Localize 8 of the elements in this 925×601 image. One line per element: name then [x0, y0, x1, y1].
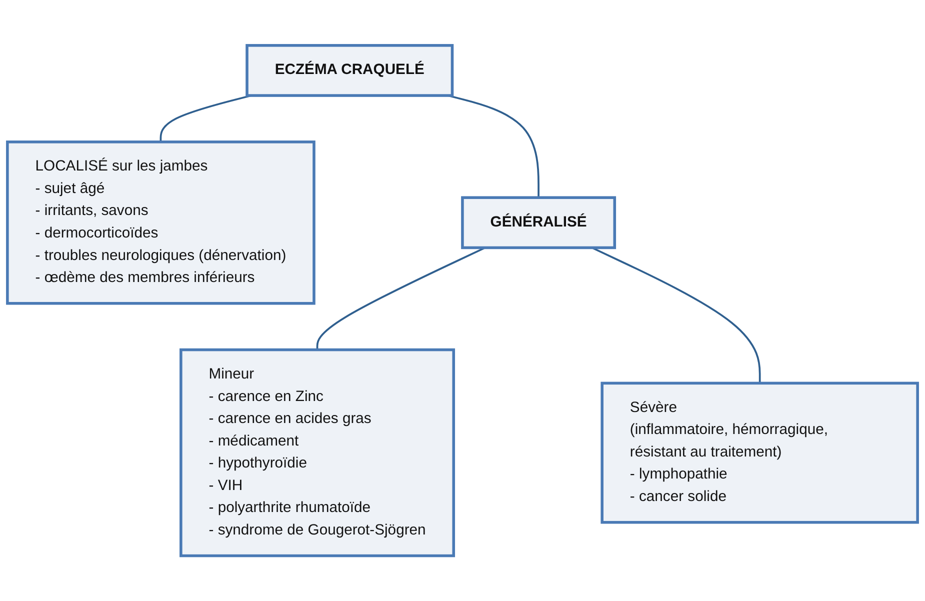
- connector: [316, 246, 486, 350]
- node-box: Mineur - carence en Zinc - carence en acides gras - médicament - hypothyroïdie - VIH - polyarthrite rhumatoïde - syndrome de Gougerot-Sjögren: [180, 348, 456, 558]
- node-box: ECZÉMA CRAQUELÉ: [246, 44, 454, 97]
- connector: [592, 246, 761, 384]
- node-box: Sévère (inflammatoire, hémorragique, résistant au traitement) - lymphopathie - cancer solide: [600, 382, 919, 524]
- node-box: GÉNÉRALISÉ: [461, 196, 616, 249]
- connector: [448, 94, 540, 198]
- node-box: LOCALISÉ sur les jambes - sujet âgé - irritants, savons - dermocorticoïdes - troubles neurologiques (dénervation) - œdème des membres inférieurs: [6, 140, 316, 305]
